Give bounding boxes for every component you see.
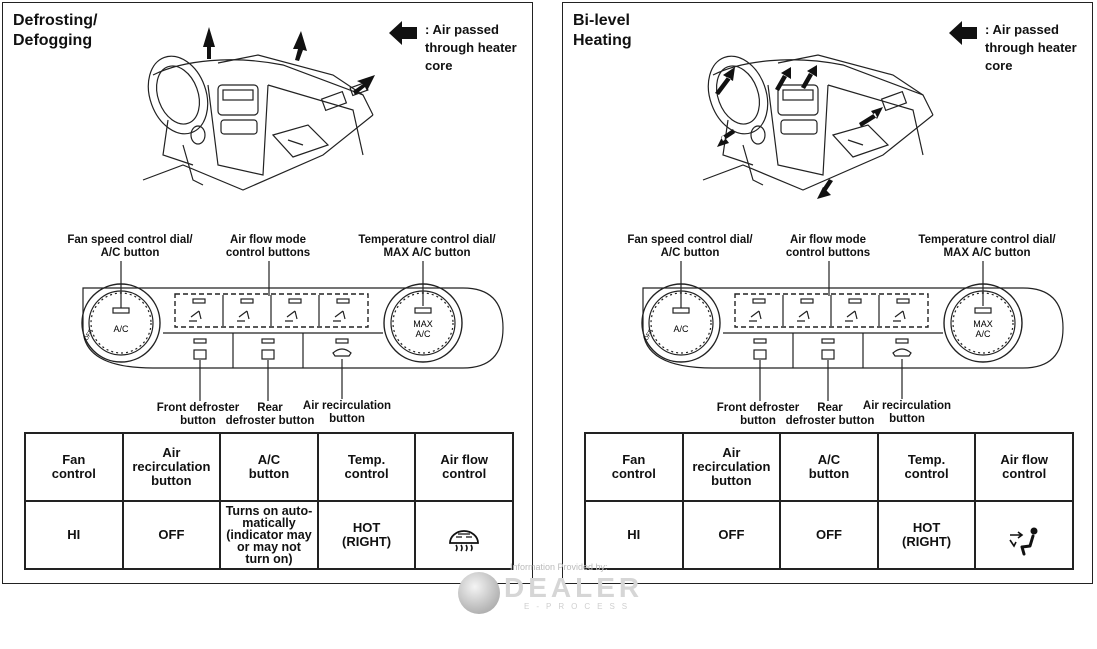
knob-right-label-1: MAX: [413, 319, 433, 329]
value-temp-control: HOT (RIGHT): [876, 500, 977, 570]
value-fan-control: HI: [24, 500, 124, 570]
panel-title: Bi-level Heating: [573, 12, 632, 49]
control-panel: A/C MAX A/C OFF: [641, 261, 1064, 401]
header-ac-button: A/C button: [779, 432, 879, 502]
dashboard-illustration: [702, 54, 934, 199]
value-temp-control: HOT (RIGHT): [316, 500, 417, 570]
value-air-recirculation: OFF: [681, 500, 782, 570]
value-air-flow-control: [974, 500, 1074, 570]
label-air-flow-mode: Air flow mode control buttons: [785, 234, 871, 259]
legend-text: : Air passed through heater core: [985, 22, 1077, 73]
knob-right-label-1: MAX: [973, 319, 993, 329]
knob-left-label: A/C: [113, 324, 129, 334]
label-rear-defroster: Rear defroster button: [225, 402, 315, 427]
header-ac-button: A/C button: [219, 432, 319, 502]
header-temp-control: Temp. control: [316, 432, 417, 502]
panel-title: Defrosting/ Defogging: [13, 12, 98, 49]
watermark-caption: Information Provided by:: [510, 562, 608, 572]
panel-defrosting: Defrosting/ Defogging : Air passed throu…: [2, 2, 533, 584]
bi-level-icon: [1009, 527, 1038, 555]
label-fan-speed: Fan speed control dial/ A/C button: [67, 234, 193, 259]
watermark-sub: E-PROCESS: [524, 602, 635, 611]
value-fan-control: HI: [584, 500, 684, 570]
label-fan-speed: Fan speed control dial/ A/C button: [627, 234, 753, 259]
watermark-brand: DEALER: [504, 572, 644, 603]
header-air-flow-control: Air flow control: [974, 432, 1074, 502]
label-air-recirculation: Air recirculation button: [302, 400, 392, 425]
label-temperature: Temperature control dial/ MAX A/C button: [358, 234, 496, 259]
knob-off-label: OFF: [84, 328, 95, 342]
settings-table: Fan control Air recirculation button A/C…: [584, 432, 1074, 570]
label-air-recirculation: Air recirculation button: [862, 400, 952, 425]
knob-right-label-2: A/C: [975, 329, 991, 339]
panel-bi-level: Bi-level Heating : Air passed through he…: [562, 2, 1093, 584]
defrost-icon: [449, 529, 480, 551]
legend-text: : Air passed through heater core: [425, 22, 517, 73]
knob-left-label: A/C: [673, 324, 689, 334]
header-air-flow-control: Air flow control: [414, 432, 514, 502]
globe-logo-icon: [458, 572, 500, 614]
knob-right-label-2: A/C: [415, 329, 431, 339]
arrow-left-icon: [389, 21, 417, 45]
dashboard-illustration: [142, 27, 375, 191]
header-temp-control: Temp. control: [876, 432, 977, 502]
header-fan-control: Fan control: [24, 432, 124, 502]
label-air-flow-mode: Air flow mode control buttons: [225, 234, 311, 259]
label-rear-defroster: Rear defroster button: [785, 402, 875, 427]
header-air-recirculation: Air recirculation button: [681, 432, 782, 502]
arrow-left-icon: [949, 21, 977, 45]
header-air-recirculation: Air recirculation button: [121, 432, 222, 502]
control-panel: A/C MAX A/C OFF: [81, 261, 504, 401]
label-front-defroster: Front defroster button: [716, 402, 800, 427]
value-air-recirculation: OFF: [121, 500, 222, 570]
knob-off-label: OFF: [644, 328, 655, 342]
label-temperature: Temperature control dial/ MAX A/C button: [918, 234, 1056, 259]
value-ac-button: OFF: [779, 500, 879, 570]
label-front-defroster: Front defroster button: [156, 402, 240, 427]
watermark: Information Provided by: DEALER E-PROCES…: [458, 562, 668, 622]
settings-table: Fan control Air recirculation button A/C…: [24, 432, 514, 570]
value-air-flow-control: [414, 500, 514, 570]
value-ac-button: Turns on auto- matically (indicator may …: [219, 500, 319, 570]
header-fan-control: Fan control: [584, 432, 684, 502]
